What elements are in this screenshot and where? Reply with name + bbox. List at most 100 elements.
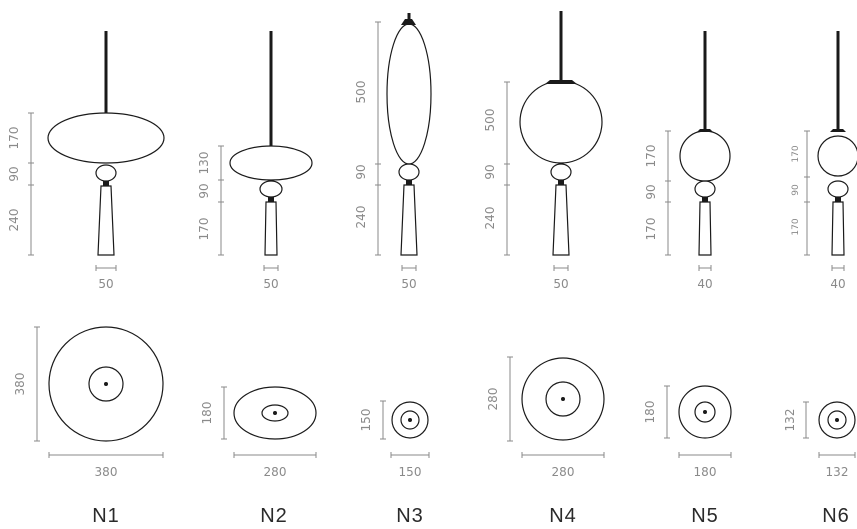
- dim-bottom-n4: 240: [483, 207, 497, 230]
- top-shade: [386, 23, 432, 165]
- center-dot: [703, 410, 707, 414]
- connector: [702, 197, 708, 202]
- dim-top-n5: 170: [644, 145, 658, 168]
- middle-bulb: [398, 163, 420, 181]
- inner-ring: [827, 410, 847, 430]
- top-view-n2: [233, 386, 317, 440]
- dim-mid-n2: 90: [197, 183, 211, 198]
- dim-mid-n1: 90: [7, 166, 21, 181]
- front-dimensions-n4: [504, 81, 569, 271]
- outer-ring: [818, 401, 856, 439]
- top-shade: [679, 130, 731, 182]
- plan-height-n2: 180: [200, 402, 214, 425]
- center-dot: [273, 411, 277, 415]
- lamp-n4: 500 90 240 50 280 280 N4: [483, 11, 605, 527]
- middle-bulb: [694, 180, 716, 198]
- inner-ring: [694, 401, 716, 423]
- outer-ring: [233, 386, 317, 440]
- middle-bulb: [550, 163, 572, 181]
- plan-width-n4: 280: [552, 465, 575, 479]
- front-view-n2: [229, 31, 313, 256]
- front-dimensions-n1: [28, 112, 117, 271]
- model-name-n6: N6: [822, 505, 850, 527]
- front-view-n5: [679, 31, 731, 256]
- front-dimensions-n3: [375, 21, 417, 271]
- inner-ring: [545, 381, 581, 417]
- front-dimensions-n6: [804, 130, 845, 271]
- plan-dimensions-n3: [380, 400, 430, 458]
- bottom-vase: [698, 201, 712, 256]
- dim-bottom-n3: 240: [354, 206, 368, 229]
- inner-ring: [88, 366, 124, 402]
- plan-dimensions-n4: [507, 356, 605, 458]
- connector: [268, 197, 274, 202]
- model-name-n5: N5: [691, 505, 719, 527]
- top-shade: [817, 135, 857, 177]
- front-dimensions-n2: [218, 145, 279, 271]
- top-view-n6: [818, 401, 856, 439]
- outer-ring: [391, 401, 429, 439]
- plan-dimensions-n6: [803, 401, 856, 458]
- model-name-n2: N2: [260, 505, 288, 527]
- center-dot: [104, 382, 108, 386]
- plan-width-n5: 180: [694, 465, 717, 479]
- dim-width-n5: 40: [697, 277, 712, 291]
- top-shade: [229, 145, 313, 181]
- dim-mid-n4: 90: [483, 164, 497, 179]
- dim-top-n3: 500: [354, 81, 368, 104]
- center-dot: [408, 418, 412, 422]
- cap: [830, 129, 846, 132]
- lamp-n2: 130 90 170 50 180 280 N2: [197, 31, 317, 527]
- front-view-n4: [519, 11, 603, 256]
- lamp-n1: 170 90 240 50 380 380 N1: [7, 31, 165, 527]
- dim-top-n4: 500: [483, 109, 497, 132]
- cap: [545, 80, 577, 84]
- cap: [401, 19, 416, 25]
- lamp-n6: 170 90 170 40 132 132 N6: [783, 31, 857, 527]
- top-view-n3: [391, 401, 429, 439]
- plan-width-n1: 380: [95, 465, 118, 479]
- dim-bottom-n2: 170: [197, 218, 211, 241]
- front-view-n6: [817, 31, 857, 256]
- plan-height-n6: 132: [783, 409, 797, 432]
- bottom-vase: [831, 201, 845, 256]
- top-shade: [519, 80, 603, 164]
- dim-width-n3: 50: [401, 277, 416, 291]
- connector: [406, 180, 412, 185]
- bottom-vase: [400, 184, 418, 256]
- middle-bulb: [827, 180, 849, 198]
- plan-dimensions-n1: [34, 326, 164, 458]
- model-name-n3: N3: [396, 505, 424, 527]
- dim-width-n1: 50: [98, 277, 113, 291]
- plan-width-n3: 150: [399, 465, 422, 479]
- lamp-n3: 500 90 240 50 150 150 N3: [354, 13, 432, 527]
- dim-bottom-n6: 170: [791, 218, 801, 235]
- dim-mid-n3: 90: [354, 164, 368, 179]
- plan-width-n6: 132: [826, 465, 849, 479]
- plan-height-n4: 280: [486, 388, 500, 411]
- top-view-n5: [678, 385, 732, 439]
- dim-width-n6: 40: [830, 277, 845, 291]
- model-name-n4: N4: [549, 505, 577, 527]
- connector: [103, 181, 109, 186]
- dim-width-n4: 50: [553, 277, 568, 291]
- plan-height-n1: 380: [13, 373, 27, 396]
- center-dot: [835, 418, 839, 422]
- dim-bottom-n5: 170: [644, 218, 658, 241]
- middle-bulb: [259, 180, 283, 198]
- middle-bulb: [95, 164, 117, 182]
- bottom-vase: [552, 184, 570, 256]
- outer-ring: [521, 357, 605, 441]
- bottom-vase: [264, 201, 278, 256]
- top-shade: [47, 112, 165, 164]
- plan-dimensions-n5: [664, 385, 732, 458]
- front-view-n3: [386, 13, 432, 256]
- top-view-n1: [48, 326, 164, 442]
- model-name-n1: N1: [92, 505, 120, 527]
- inner-ring: [261, 404, 289, 422]
- outer-ring: [678, 385, 732, 439]
- top-view-n4: [521, 357, 605, 441]
- dim-top-n1: 170: [7, 127, 21, 150]
- plan-width-n2: 280: [264, 465, 287, 479]
- plan-dimensions-n2: [221, 386, 317, 458]
